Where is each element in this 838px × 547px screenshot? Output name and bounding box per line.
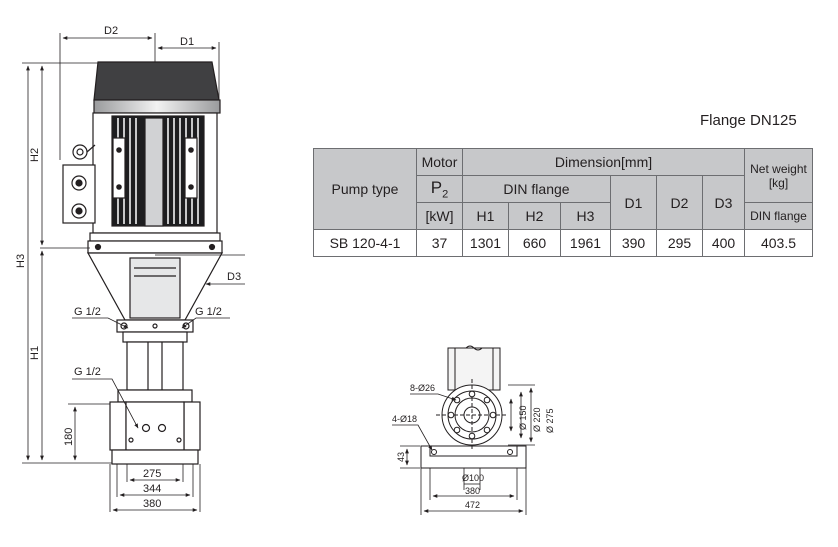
col-d2: D2 (656, 175, 703, 230)
motor-unit: [kW] (416, 202, 463, 230)
plan-220: Ø 220 (532, 407, 542, 432)
plan-380: 380 (465, 486, 480, 496)
label-d3: D3 (227, 271, 241, 283)
plan-150: Ø 150 (518, 405, 528, 430)
label-g-lower: G 1/2 (74, 366, 101, 378)
cell-weight: 403.5 (744, 229, 813, 257)
label-h1: H1 (29, 346, 41, 360)
col-h1: H1 (462, 202, 509, 230)
dimension-table: Pump type Motor Dimension[mm] Net weight… (313, 148, 813, 257)
dim-180: 180 (63, 428, 75, 446)
net-weight-unit: [kg] (768, 175, 789, 190)
net-weight-header: Net weight [kg] (744, 148, 813, 203)
col-h3: H3 (560, 202, 611, 230)
table-row: SB 120-4-1 37 1301 660 1961 390 295 400 … (313, 229, 813, 257)
net-weight-label: Net weight (750, 161, 807, 176)
col-d3: D3 (702, 175, 745, 230)
plan-view (420, 345, 527, 469)
cell-d2: 295 (656, 229, 703, 257)
plan-dimensions (392, 384, 535, 515)
plan-275: Ø 275 (545, 408, 555, 433)
pump-body (86, 252, 224, 465)
cell-motor: 37 (416, 229, 463, 257)
label-h2: H2 (29, 148, 41, 162)
label-d2: D2 (104, 25, 118, 37)
cell-pump-type: SB 120-4-1 (313, 229, 417, 257)
label-d1: D1 (180, 36, 194, 48)
label-h3: H3 (15, 254, 27, 268)
motor (62, 61, 223, 254)
plan-43: 43 (396, 452, 406, 462)
label-g-right-top: G 1/2 (195, 306, 222, 318)
bottom-dimensions (109, 464, 201, 512)
flange-title: Flange DN125 (700, 112, 797, 129)
dim-380: 380 (143, 498, 161, 510)
plan-4-018: 4-Ø18 (392, 414, 417, 424)
cell-h2: 660 (508, 229, 561, 257)
top-dimensions (59, 33, 245, 286)
plan-100: Ø100 (462, 473, 484, 483)
g-leaders (72, 317, 230, 429)
dimension-header: Dimension[mm] (462, 148, 745, 176)
label-g-left-top: G 1/2 (74, 306, 101, 318)
motor-header: Motor (416, 148, 463, 176)
col-h2: H2 (508, 202, 561, 230)
plan-472: 472 (465, 500, 480, 510)
dim-275: 275 (143, 468, 161, 480)
motor-symbol: P2 (416, 175, 463, 203)
cell-h3: 1961 (560, 229, 611, 257)
left-dimensions (22, 62, 112, 464)
plan-8-026: 8-Ø26 (410, 383, 435, 393)
din-flange-header: DIN flange (462, 175, 611, 203)
dim-344: 344 (143, 483, 161, 495)
cell-d1: 390 (610, 229, 657, 257)
